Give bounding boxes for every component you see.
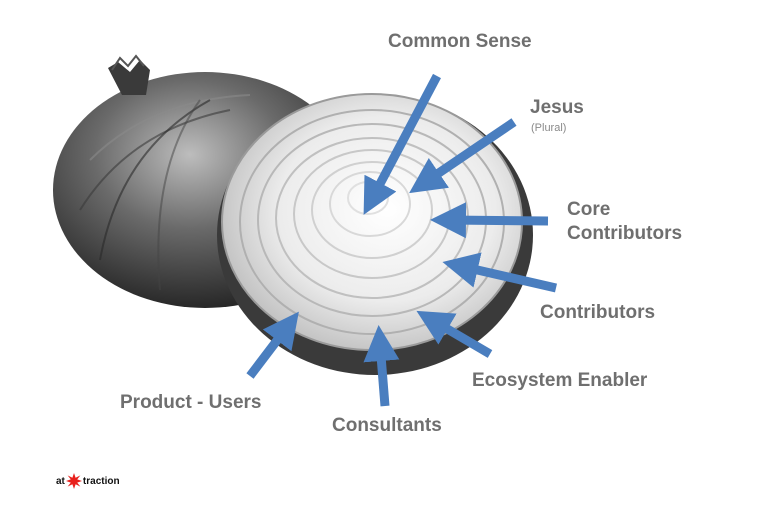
arrow-consultants <box>363 325 400 407</box>
label-ecosystem-enabler: Ecosystem Enabler <box>472 370 648 391</box>
label-core-line1: Core <box>567 199 611 220</box>
label-product-users: Product - Users <box>120 392 262 413</box>
label-consultants: Consultants <box>332 415 442 436</box>
logo-text-left: at <box>56 475 65 487</box>
arrow-jesus <box>409 118 517 194</box>
label-common-sense: Common Sense <box>388 31 532 52</box>
arrow-common-sense <box>363 73 441 215</box>
logo-text-right: traction <box>82 475 120 487</box>
arrow-contributors <box>442 252 558 293</box>
arrow-ecosystem-enabler <box>416 310 493 358</box>
label-core-line2: Contributors <box>567 223 683 244</box>
arrows <box>246 73 558 407</box>
arrow-product-users <box>246 311 299 379</box>
starburst-icon <box>65 473 82 489</box>
label-contributors: Contributors <box>540 302 656 323</box>
attraction-logo: at traction <box>56 473 120 489</box>
label-jesus: Jesus <box>530 97 584 118</box>
arrow-core-contributors <box>430 202 549 239</box>
label-jesus-sub: (Plural) <box>531 122 567 134</box>
